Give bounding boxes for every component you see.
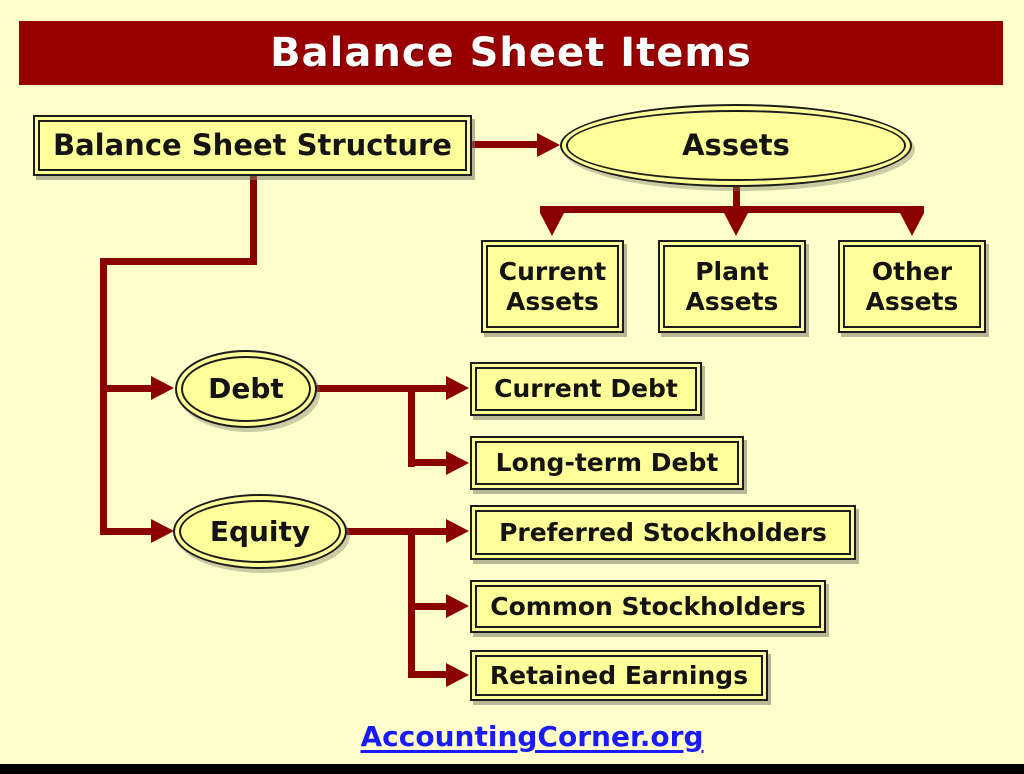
node-debt: Debt bbox=[175, 350, 317, 428]
bottom-bar bbox=[0, 764, 1024, 774]
node-label-line1: Other bbox=[871, 256, 953, 286]
node-balance-sheet-structure: Balance Sheet Structure bbox=[33, 115, 472, 176]
node-label: Equity bbox=[209, 514, 311, 548]
node-equity: Equity bbox=[173, 494, 347, 569]
node-retained-earnings: Retained Earnings bbox=[470, 650, 768, 701]
arrowhead-common bbox=[446, 594, 469, 618]
node-common-stockholders: Common Stockholders bbox=[470, 580, 826, 633]
footer-link[interactable]: AccountingCorner.org bbox=[360, 720, 704, 753]
node-label: Long-term Debt bbox=[495, 448, 719, 477]
node-plant-assets: Plant Assets bbox=[658, 240, 806, 333]
connector-equity-out bbox=[345, 528, 448, 535]
connector-to-equity bbox=[103, 528, 153, 535]
node-current-debt: Current Debt bbox=[470, 362, 702, 416]
connector-longterm bbox=[408, 459, 448, 466]
node-assets: Assets bbox=[560, 104, 912, 187]
connector-to-debt bbox=[103, 385, 153, 392]
node-label-line1: Plant bbox=[695, 256, 769, 286]
arrowhead-assets bbox=[537, 133, 560, 157]
arrowhead-equity bbox=[151, 519, 174, 543]
node-label-line1: Current bbox=[498, 256, 607, 286]
node-label: Balance Sheet Structure bbox=[53, 128, 452, 163]
node-label: Assets bbox=[682, 128, 790, 163]
connector-assets-distribution bbox=[540, 206, 924, 213]
connector-trunk-vertical bbox=[100, 258, 107, 535]
connector-trunk-drop bbox=[250, 173, 257, 264]
arrowhead-debt bbox=[151, 376, 174, 400]
node-preferred-stockholders: Preferred Stockholders bbox=[470, 505, 856, 560]
node-label: Retained Earnings bbox=[489, 660, 749, 690]
arrowhead-current-assets bbox=[540, 213, 564, 236]
page-title: Balance Sheet Items bbox=[270, 30, 752, 76]
node-label: Common Stockholders bbox=[490, 591, 806, 621]
arrowhead-plant-assets bbox=[724, 213, 748, 236]
arrowhead-other-assets bbox=[900, 213, 924, 236]
connector-retained bbox=[408, 671, 448, 678]
node-label: Debt bbox=[208, 372, 284, 406]
node-long-term-debt: Long-term Debt bbox=[470, 436, 744, 490]
arrowhead-preferred bbox=[446, 519, 469, 543]
arrowhead-longterm-debt bbox=[446, 451, 469, 475]
node-label-line2: Assets bbox=[506, 286, 599, 316]
node-label-line2: Assets bbox=[865, 286, 959, 316]
node-other-assets: Other Assets bbox=[838, 240, 986, 333]
connector-debt-out bbox=[315, 385, 448, 392]
connector-common bbox=[408, 603, 448, 610]
node-label: Current Debt bbox=[494, 374, 678, 403]
arrowhead-current-debt bbox=[446, 376, 469, 400]
connector-trunk-horizontal bbox=[100, 258, 257, 265]
node-current-assets: Current Assets bbox=[481, 240, 624, 333]
node-label: Preferred Stockholders bbox=[499, 517, 827, 547]
arrowhead-retained bbox=[446, 663, 469, 687]
connector-assets-stub bbox=[733, 183, 740, 211]
footer: AccountingCorner.org bbox=[40, 720, 1024, 753]
page-title-bar: Balance Sheet Items bbox=[19, 21, 1003, 85]
connector-debt-junction bbox=[408, 385, 415, 467]
connector-structure-assets bbox=[472, 141, 540, 148]
node-label-line2: Assets bbox=[685, 286, 779, 316]
